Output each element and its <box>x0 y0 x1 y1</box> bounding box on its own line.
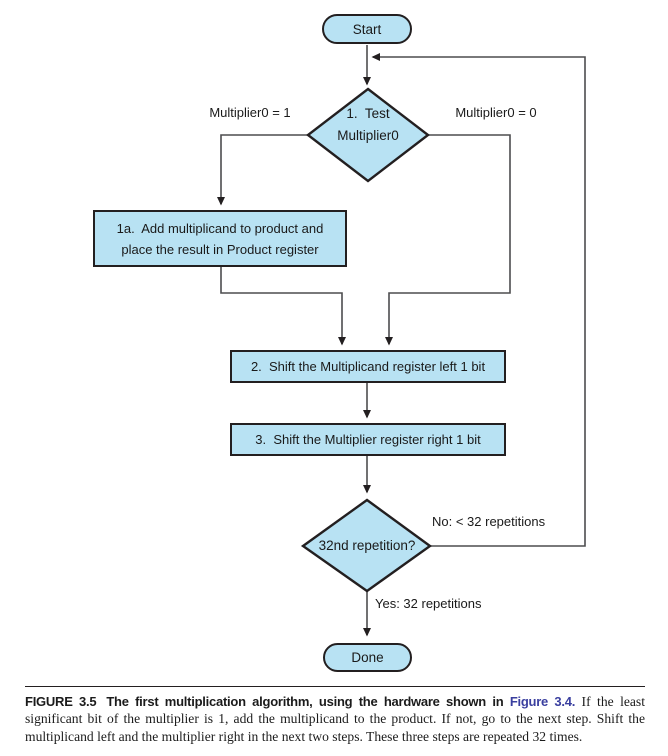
caption-divider <box>25 686 645 687</box>
start-node: Start <box>322 14 412 44</box>
figure-caption: FIGURE 3.5 The first multiplication algor… <box>25 686 645 745</box>
caption-body-text: If the least significant bit of the mult… <box>25 694 645 744</box>
decision-test-multiplier0 <box>306 87 430 183</box>
process-box-2: 2. Shift the Multiplicand register left … <box>230 350 506 383</box>
start-node-label: Start <box>352 21 382 37</box>
process-box-3: 3. Shift the Multiplier register right 1… <box>230 423 506 456</box>
connector-loop-back <box>371 53 586 547</box>
decision-test-multiplier0-label: 1. Test Multiplier0 <box>337 106 399 143</box>
process-box-3-label: 3. Shift the Multiplier register right 1… <box>255 432 481 447</box>
decision-32nd-repetition <box>300 498 433 593</box>
connector-box1a-to-box2 <box>220 266 346 346</box>
done-node-label: Done <box>351 650 384 665</box>
branch-label-multiplier0-0: Multiplier0 = 0 <box>455 105 537 120</box>
branch-label-no: No: < 32 repetitions <box>432 514 546 529</box>
figure-number-label: FIGURE 3.5 <box>25 694 97 709</box>
branch-label-multiplier0-1: Multiplier0 = 1 <box>209 105 291 120</box>
process-box-2-label: 2. Shift the Multiplicand register left … <box>250 359 486 374</box>
process-box-1a: 1a. Add multiplicand to product and plac… <box>93 210 347 267</box>
done-node: Done <box>323 643 412 672</box>
figure-3-4-link[interactable]: Figure 3.4. <box>509 694 576 709</box>
connector-branch-left <box>217 134 308 206</box>
caption-bold-title: The first multiplication algorithm, usin… <box>106 694 510 709</box>
process-box-1a-label: 1a. Add multiplicand to product and plac… <box>116 220 324 257</box>
decision-32nd-repetition-label: 32nd repetition? <box>318 538 416 553</box>
caption-text: FIGURE 3.5 The first multiplication algor… <box>25 693 645 745</box>
connector-branch-right <box>385 134 511 346</box>
branch-label-yes: Yes: 32 repetitions <box>375 596 482 611</box>
